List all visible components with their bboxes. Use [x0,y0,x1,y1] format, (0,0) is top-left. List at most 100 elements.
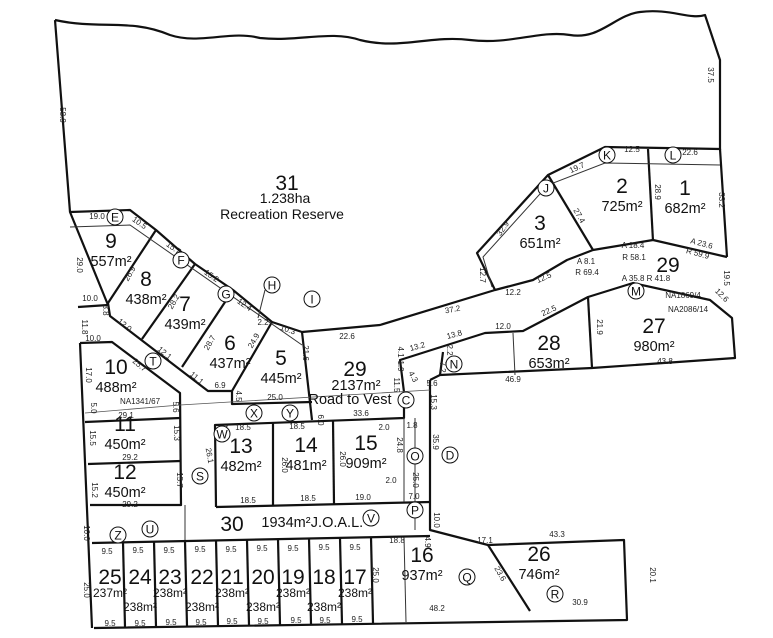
easement-marker-M: M [627,282,645,300]
lot-13-area: 482m² [220,459,261,475]
easement-label: W [216,428,228,442]
easement-circle [406,501,424,519]
lot-12-area: 450m² [104,485,145,501]
lot-boundary [215,500,431,509]
lot-1-area: 682m² [664,201,705,217]
dimension-label: 22.6 [339,332,355,341]
lot-boundary [398,281,737,393]
lot-boundary [403,536,407,623]
dimension-label: 2.0 [378,423,390,432]
easement-label: R [551,588,560,602]
dimension-label: 6.9 [214,381,226,390]
easement-line [84,389,431,414]
easement-label: U [146,523,155,537]
dimension-label: 18.5 [289,422,305,431]
dimension-label: 21.6 [301,345,310,361]
lot-boundary [646,148,655,242]
easement-label: Q [462,571,471,585]
lot-boundary [547,174,594,251]
lot-boundary [69,224,303,346]
easement-circle [458,568,476,586]
dimension-label: 29.0 [75,257,84,273]
easement-marker-S: S [191,467,209,485]
dimension-label: 2.0 [385,476,397,485]
lot-10-number: 10 [104,356,127,379]
dimension-label: 12.6 [713,287,731,305]
easement-marker-E: E [106,208,124,226]
lot-19-number: 19 [281,566,304,589]
dimension-label: 29.1 [118,411,134,420]
dimension-label: 9.5 [226,617,238,626]
easement-label: S [196,470,204,484]
lot-17-area: 238m² [338,586,372,600]
road-area: 2137m² [331,378,380,394]
dimension-label: 58.9 [58,107,67,123]
lot-boundary [512,332,516,376]
lot-17-number: 17 [343,566,366,589]
lot-14-area: 481m² [285,458,326,474]
lot-boundary [230,391,313,406]
road-upper-number: 29 [656,254,679,277]
easement-circle [213,425,231,443]
easement-marker-P: P [406,501,424,519]
lot-11-area: 450m² [104,437,145,453]
easement-label: G [221,288,230,302]
lot-13-number: 13 [229,435,252,458]
lot-boundary [77,303,109,309]
lot-16-number: 16 [410,544,433,567]
lot-18-number: 18 [312,566,335,589]
lot-23-number: 23 [158,566,181,589]
easement-circle [217,285,235,303]
lot-15-area: 909m² [345,456,386,472]
dimension-label: 9.5 [287,544,299,553]
dimension-label: 15.7 [175,472,184,488]
easement-label: M [631,285,641,299]
dimension-label: 9.5 [351,615,363,624]
dimension-label: 13.8 [446,328,464,341]
dimension-label: 26.1 [204,447,216,464]
lot-boundary [87,459,182,466]
dimension-label: 15.2 [90,482,99,498]
easement-label: J [543,182,549,196]
easement-marker-J: J [537,179,555,197]
dimension-label: 22.5 [540,303,558,318]
dimension-label: 12.0 [495,322,511,331]
lot-22-area: 238m² [185,600,219,614]
dimension-label: 20.1 [648,567,657,583]
dimension-label: 9.5 [290,616,302,625]
easement-marker-U: U [141,520,159,538]
lot-6-number: 6 [224,332,236,355]
easement-marker-X: X [245,404,263,422]
title-ref: NA1869/4 [665,291,701,300]
easement-label: Y [286,407,294,421]
dimension-label: 7.0 [408,492,420,501]
easement-circle [441,446,459,464]
dimension-label: 19.0 [89,212,105,221]
dimension-label: 9.5 [194,545,206,554]
easement-label: Z [114,529,121,543]
easement-circle [406,447,424,465]
easement-label: L [670,149,677,163]
dimension-label: 9.5 [318,543,330,552]
lot-boundary [586,296,594,369]
dimension-label: 5.6 [426,379,438,388]
arc-label: A 35.8 R 41.8 [622,274,671,283]
dimension-label: 13.2 [409,340,427,353]
easement-label: D [446,449,455,463]
lot-boundary [300,331,314,421]
easement-label: O [410,450,419,464]
dimension-label: 19.0 [355,493,371,502]
dimension-label: 37.2 [444,304,461,316]
joal-area: 1934m² [261,515,310,531]
dimension-label: 9.5 [257,617,269,626]
dimension-label: 11.5 [392,378,401,394]
dimension-label: 18.5 [240,496,256,505]
easement-circle [281,404,299,422]
lot-3-number: 3 [534,212,546,235]
dimension-label: 9.5 [101,547,113,556]
lot-26-area: 746m² [518,567,559,583]
dimension-label: 48.2 [429,604,445,613]
easement-label: P [411,504,419,518]
dimension-label: 25.0 [267,393,283,402]
